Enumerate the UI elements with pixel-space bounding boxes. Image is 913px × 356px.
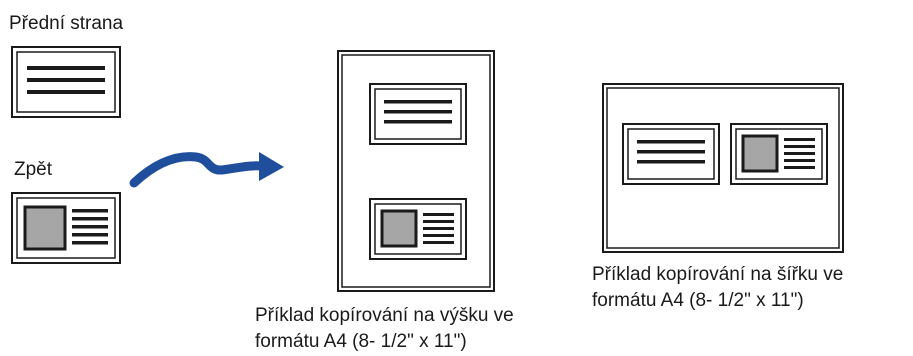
portrait-back-card-icon	[369, 198, 467, 260]
landscape-page	[602, 83, 844, 253]
portrait-caption-line-2: formátu A4 (8- 1/2" x 11")	[255, 331, 467, 352]
front-card-icon	[11, 46, 121, 118]
landscape-caption: Příklad kopírování na šířku ve formátu A…	[592, 262, 843, 314]
portrait-caption: Příklad kopírování na výšku ve formátu A…	[255, 303, 514, 355]
portrait-caption-line-1: Příklad kopírování na výšku ve	[255, 305, 514, 326]
back-card-icon	[11, 192, 121, 264]
portrait-front-card-icon	[369, 83, 467, 145]
landscape-front-card-icon	[622, 123, 720, 185]
front-side-label: Přední strana	[9, 13, 124, 34]
landscape-caption-line-2: formátu A4 (8- 1/2" x 11")	[592, 290, 804, 311]
curved-arrow-icon	[129, 152, 284, 188]
landscape-back-card-icon	[730, 123, 828, 185]
portrait-page	[337, 50, 495, 292]
back-side-label: Zpět	[14, 159, 53, 180]
landscape-caption-line-1: Příklad kopírování na šířku ve	[592, 264, 844, 285]
